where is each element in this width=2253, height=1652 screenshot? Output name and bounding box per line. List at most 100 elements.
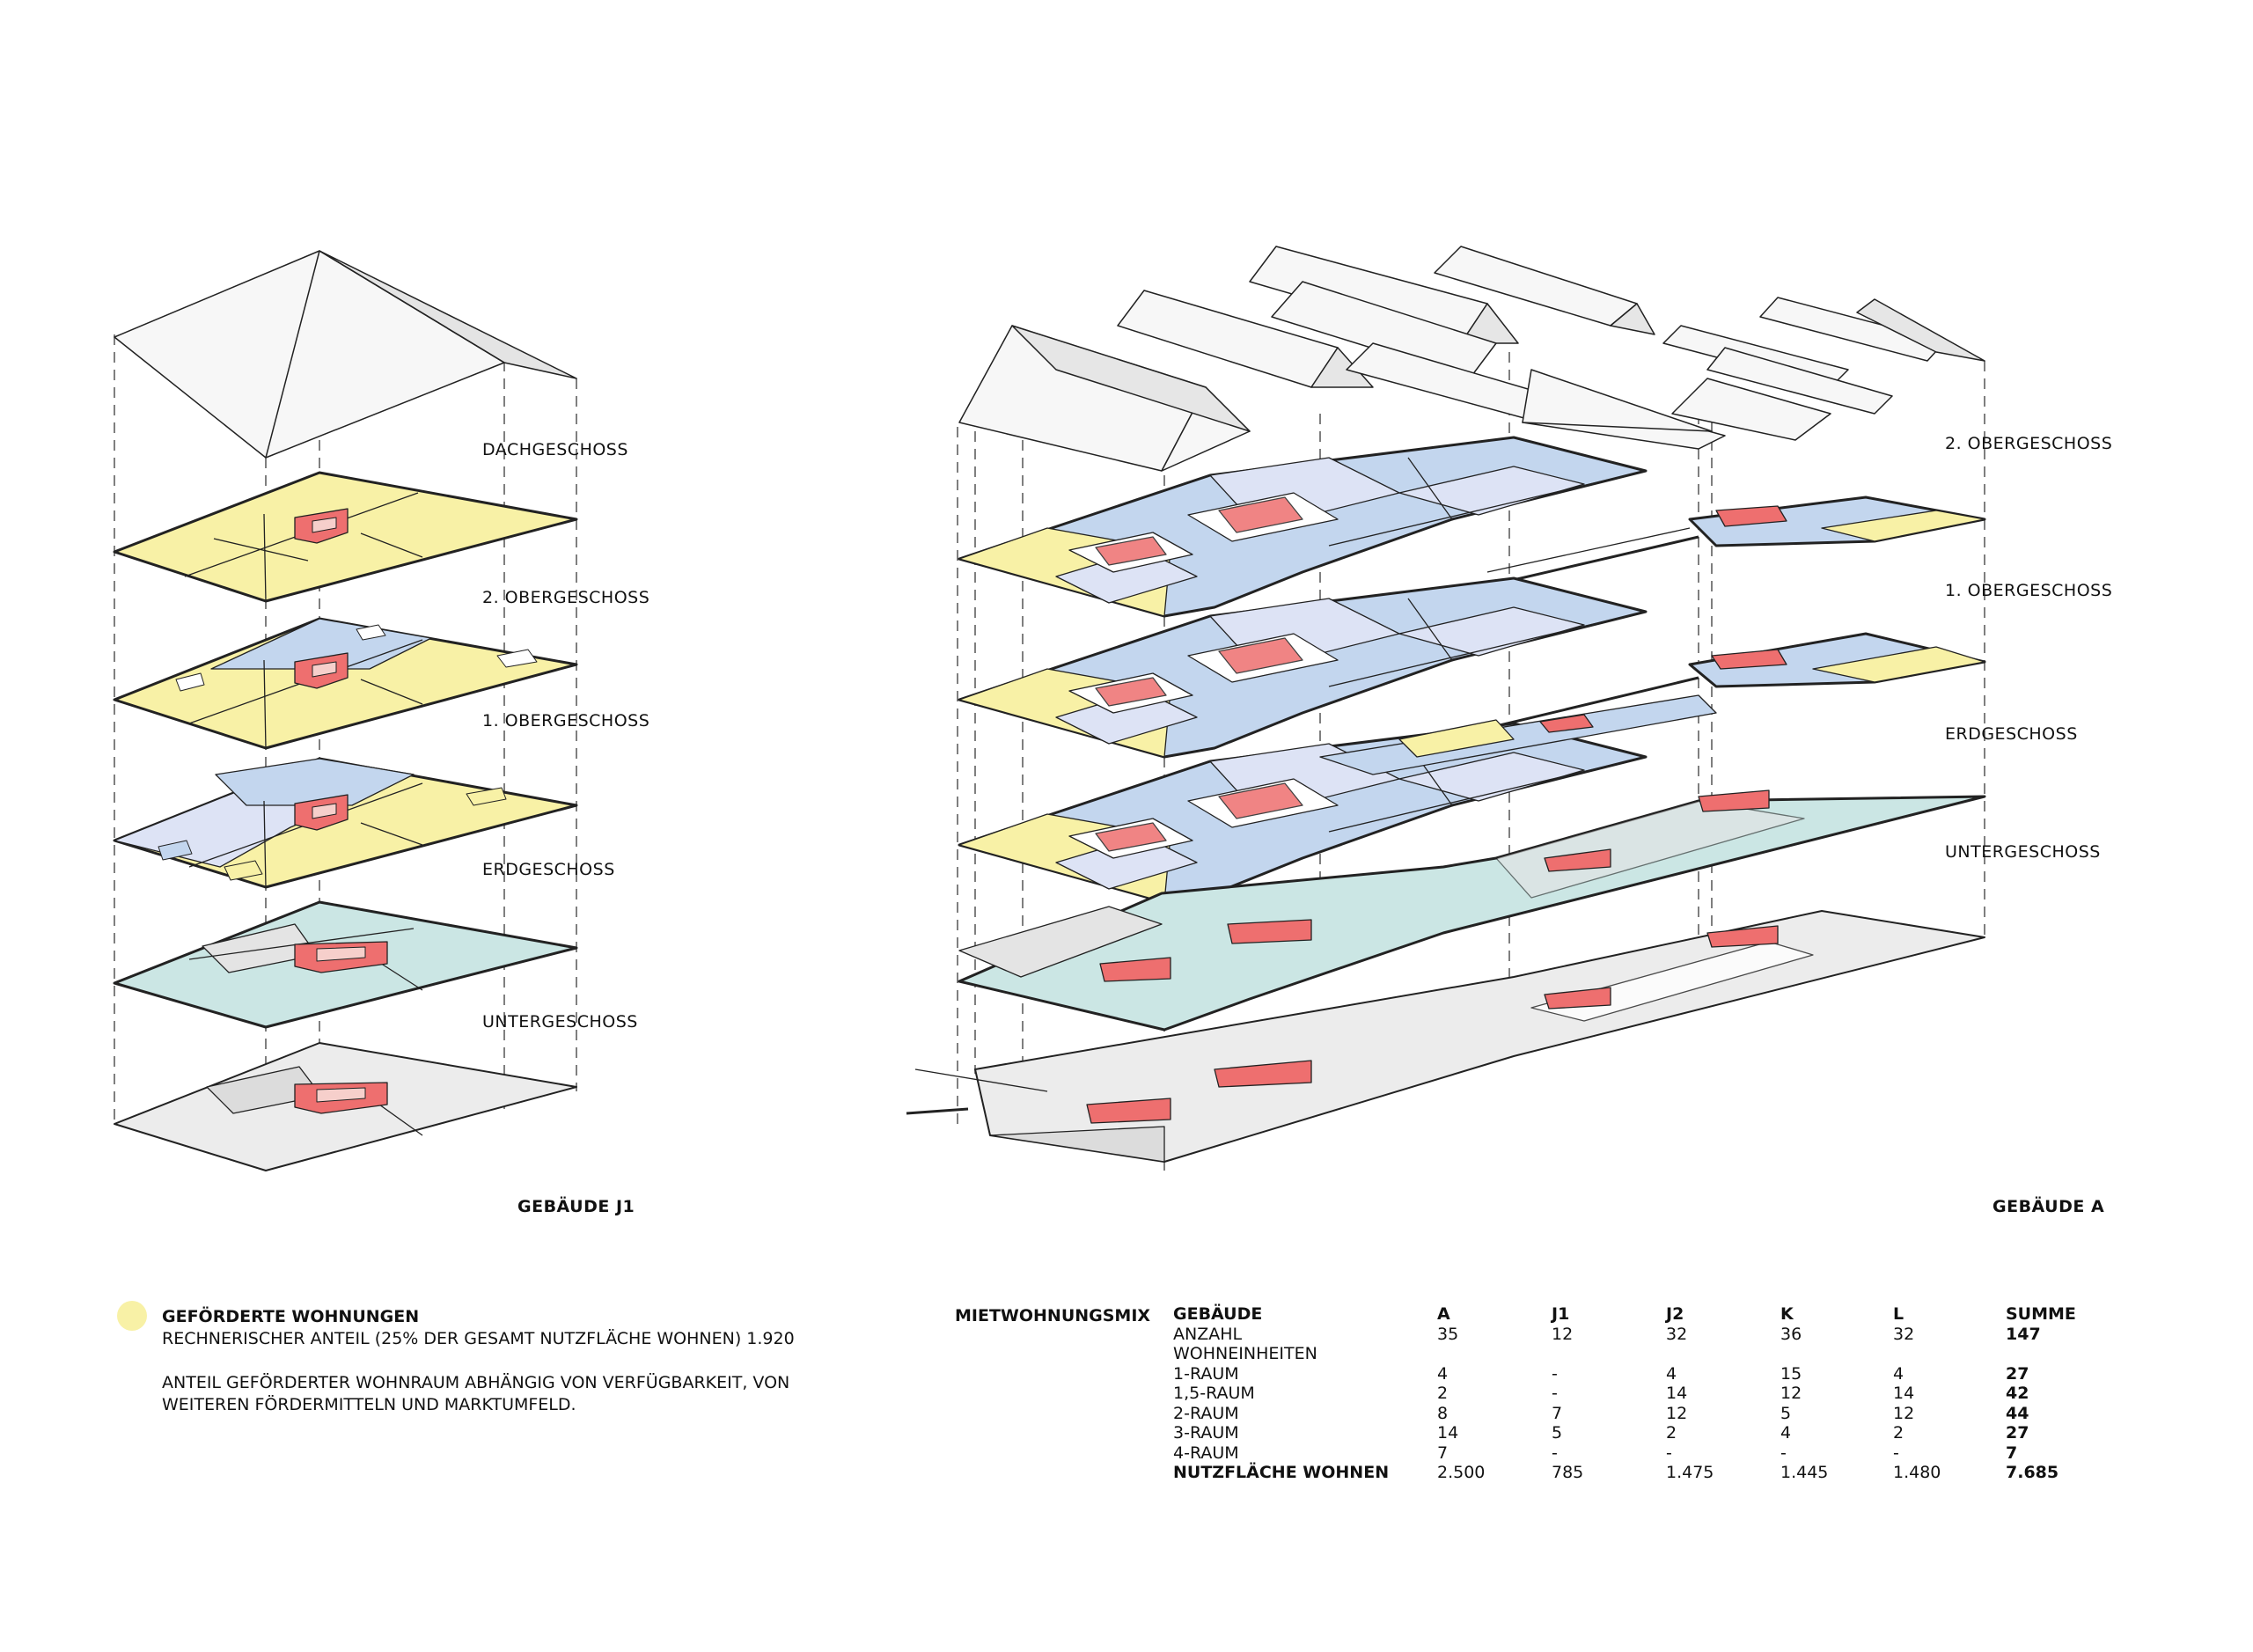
mix-cell: 32 [1893,1324,1915,1344]
mix-cell: 2 [1893,1423,1904,1443]
mix-cell: 12 [1552,1324,1574,1344]
mix-cell: 2 [1437,1384,1449,1403]
mix-cell: 3-RAUM [1173,1423,1239,1443]
mix-cell: - [1893,1443,1899,1463]
mix-row: WOHNEINHEITEN [1173,1344,2094,1364]
j1-caption: GEBÄUDE J1 [517,1197,635,1216]
mix-table: GEBÄUDE A J1 J2 K L SUMME ANZAHL 35 12 3… [1173,1304,2094,1483]
mix-cell: 14 [1893,1384,1915,1403]
mix-cell: 12 [1666,1403,1688,1423]
mix-cell: 42 [2006,1384,2029,1403]
mix-cell [1780,1344,1893,1364]
mix-row: 4-RAUM 7 - - - - 7 [1173,1443,2094,1464]
j1-floor-ug [113,900,578,1029]
a-floor-eg [958,694,1717,904]
mix-header-cell: J1 [1552,1304,1570,1324]
mix-title: MIETWOHNUNGSMIX [955,1306,1151,1325]
mix-cell: 7 [1552,1403,1563,1423]
mix-cell: 4 [1437,1363,1449,1384]
mix-total-cell: NUTZFLÄCHE WOHNEN [1173,1463,1390,1482]
a-floor-1og [958,576,1986,759]
mix-cell [1552,1344,1666,1364]
mix-header-cell: GEBÄUDE [1173,1304,1263,1324]
mix-total-cell: 2.500 [1437,1463,1486,1482]
mix-cell: 4 [1666,1363,1677,1384]
a-floor-ug [958,789,1986,1032]
legend-line-1: RECHNERISCHER ANTEIL (25% DER GESAMT NUT… [162,1329,795,1348]
a-label-2og: 2. OBERGESCHOSS [1945,434,2113,453]
mix-row: 1,5-RAUM 2 - 14 12 14 42 [1173,1384,2094,1404]
legend-block: GEFÖRDERTE WOHNUNGEN RECHNERISCHER ANTEI… [162,1306,795,1416]
mix-cell: - [1552,1443,1558,1463]
j1-floor-eg [113,757,578,889]
a-label-ug: UNTERGESCHOSS [1945,842,2101,862]
mix-cell: 1-RAUM [1173,1363,1239,1384]
j1-roof [114,250,577,459]
mix-cell: 2-RAUM [1173,1403,1239,1423]
mix-total-cell: 7.685 [2006,1463,2059,1482]
mix-cell: 14 [1666,1384,1688,1403]
a-caption: GEBÄUDE A [1992,1197,2105,1216]
mix-cell [1893,1344,2006,1364]
mix-cell: 36 [1780,1324,1802,1344]
j1-label-dachgeschoss: DACHGESCHOSS [482,440,628,459]
j1-floor-base [114,1042,577,1171]
a-label-1og: 1. OBERGESCHOSS [1945,581,2113,600]
legend-title: GEFÖRDERTE WOHNUNGEN [162,1307,420,1326]
j1-floor-2og [113,471,578,603]
j1-label-ug: UNTERGESCHOSS [482,1012,638,1032]
mix-cell: 27 [2006,1423,2029,1443]
mix-cell: 7 [2006,1443,2018,1463]
mix-total-row: NUTZFLÄCHE WOHNEN 2.500 785 1.475 1.445 … [1173,1463,2094,1483]
j1-floor-1og [113,617,578,750]
mix-total-cell: 1.475 [1666,1463,1714,1482]
j1-label-eg: ERDGESCHOSS [482,860,615,879]
mix-header-cell: SUMME [2006,1304,2076,1324]
mix-header-cell: J2 [1666,1304,1684,1324]
building-j1-drawing [113,250,578,1171]
mix-cell: 35 [1437,1324,1459,1344]
legend-line-2: ANTEIL GEFÖRDERTER WOHNRAUM ABHÄNGIG VON… [162,1373,790,1392]
mix-cell: 5 [1780,1403,1792,1423]
mix-cell: - [1780,1443,1787,1463]
mix-cell: - [1552,1384,1558,1403]
mix-cell [2006,1344,2094,1364]
mix-cell: 12 [1893,1403,1915,1423]
mix-cell: 2 [1666,1423,1677,1443]
mix-total-cell: 785 [1552,1463,1584,1482]
mix-cell: - [1666,1443,1672,1463]
j1-label-2og: 2. OBERGESCHOSS [482,588,650,607]
mix-row: 2-RAUM 8 7 12 5 12 44 [1173,1404,2094,1424]
mix-header-cell: A [1437,1304,1450,1324]
mix-cell: 32 [1666,1324,1688,1344]
mix-header-row: GEBÄUDE A J1 J2 K L SUMME [1173,1304,2094,1325]
mix-row: 3-RAUM 14 5 2 4 2 27 [1173,1423,2094,1443]
mix-cell: 147 [2006,1324,2041,1344]
a-roofs [958,246,1985,472]
mix-cell: WOHNEINHEITEN [1173,1344,1317,1363]
mix-cell: 4 [1893,1363,1904,1384]
mix-header-cell: L [1893,1304,1904,1324]
mix-cell: 44 [2006,1403,2029,1423]
mix-row: ANZAHL 35 12 32 36 32 147 [1173,1325,2094,1345]
j1-label-1og: 1. OBERGESCHOSS [482,711,650,731]
mix-row: 1-RAUM 4 - 4 15 4 27 [1173,1364,2094,1384]
mix-cell: 5 [1552,1423,1563,1443]
mix-cell: ANZAHL [1173,1324,1243,1344]
mix-cell: 12 [1780,1384,1802,1403]
a-floor-2og [958,436,1986,618]
mix-cell: 1,5-RAUM [1173,1384,1255,1403]
mix-total-cell: 1.480 [1893,1463,1941,1482]
mix-cell: 8 [1437,1403,1449,1423]
mix-cell: 14 [1437,1423,1459,1443]
mix-cell: 15 [1780,1363,1802,1384]
mix-cell [1666,1344,1780,1364]
mix-cell: 27 [2006,1363,2029,1384]
a-floor-base [906,910,1985,1163]
building-a-drawing [906,246,1986,1171]
mix-cell [1437,1344,1552,1364]
mix-header-cell: K [1780,1304,1794,1324]
mix-cell: 4 [1780,1423,1792,1443]
a-label-eg: ERDGESCHOSS [1945,724,2078,744]
